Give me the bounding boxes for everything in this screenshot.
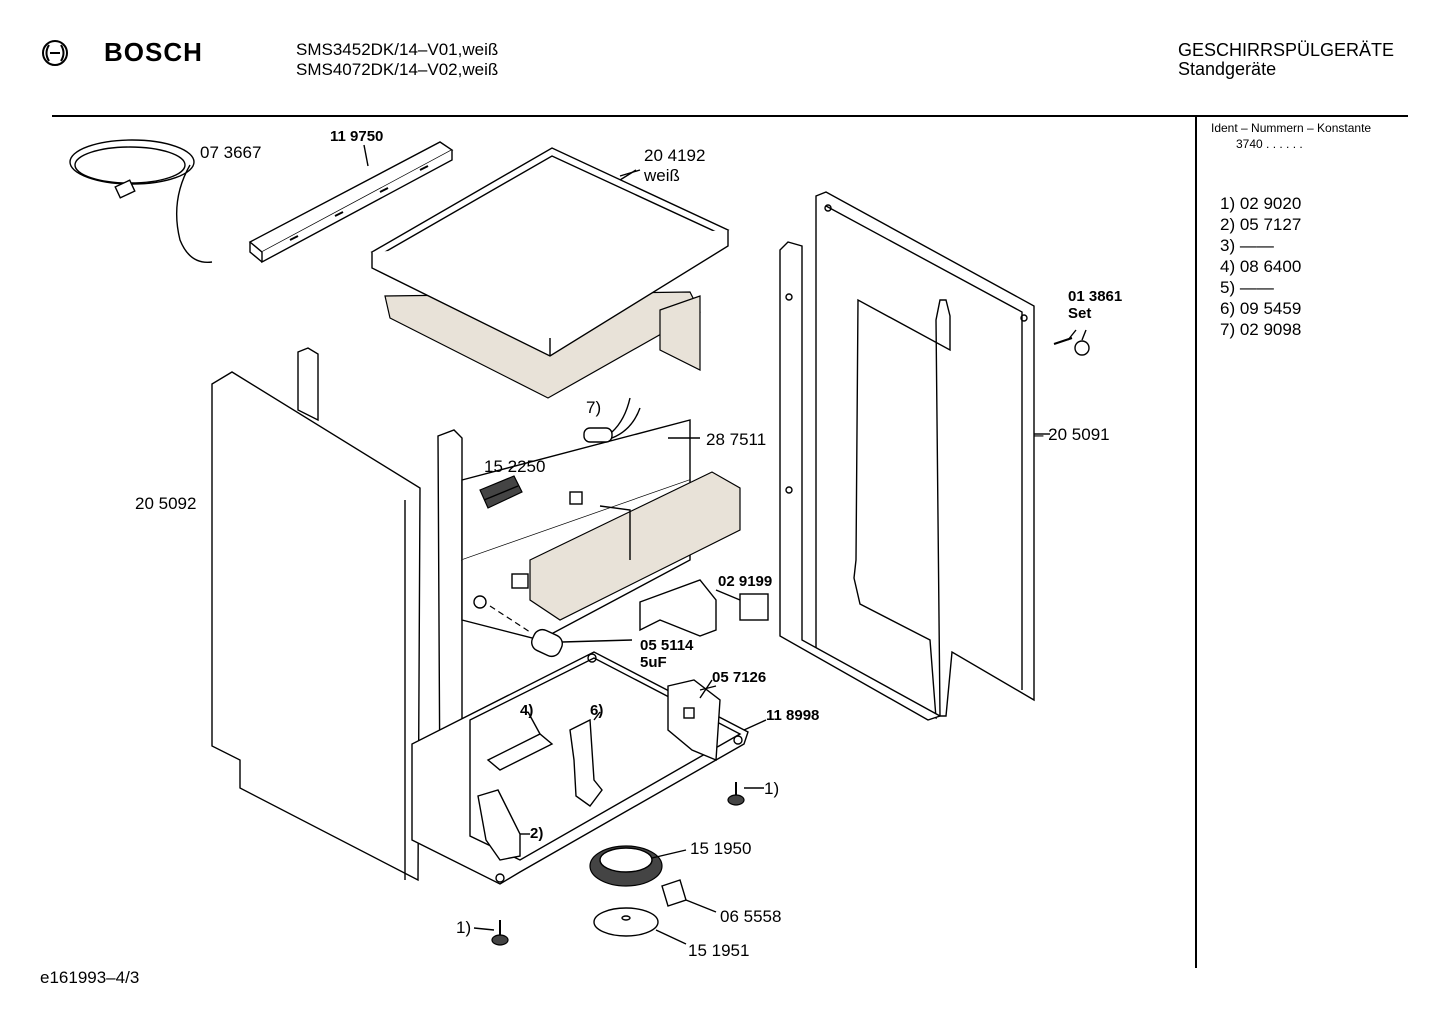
tub-insulation-part	[461, 419, 741, 641]
label-287511: 28 7511	[706, 430, 767, 449]
list-item: 5) ——	[1220, 278, 1274, 297]
label-151950: 15 1950	[690, 839, 752, 858]
bosch-logo-icon	[40, 38, 70, 68]
label-057126: 05 7126	[712, 669, 767, 686]
label-055114: 05 5114	[640, 637, 694, 654]
list-item: 6) 09 5459	[1220, 299, 1302, 318]
label-119750: 11 9750	[330, 128, 384, 145]
power-cord-part	[69, 139, 213, 264]
label-152250: 15 2250	[484, 457, 546, 476]
label-118998: 11 8998	[766, 707, 820, 724]
label-6: 6)	[590, 702, 604, 719]
capacitor-7-part	[583, 397, 700, 443]
connector-part	[661, 879, 717, 913]
list-item: 2) 05 7127	[1220, 215, 1302, 234]
ident-numbers-title: Ident – Nummern – Konstante	[1211, 121, 1372, 135]
label-205092: 20 5092	[135, 494, 197, 513]
label-4: 4)	[520, 702, 534, 719]
subcategory-title: Standgeräte	[1178, 59, 1277, 79]
label-065558: 06 5558	[720, 907, 782, 926]
left-side-panel-part	[211, 347, 421, 882]
label-205091: – 20 5091	[1034, 425, 1110, 444]
capacitor-055114-part	[489, 605, 633, 658]
label-029199: 02 9199	[718, 573, 773, 590]
label-151951: 15 1951	[688, 941, 750, 960]
foot-1b-part	[473, 920, 509, 946]
bracket-057126-part	[667, 679, 721, 762]
pump-part	[589, 845, 687, 887]
label-204192-color: weiß	[644, 166, 680, 185]
model-line-1: SMS3452DK/14–V01,weiß	[296, 40, 499, 59]
label-7: 7)	[586, 398, 602, 417]
bracket-6-part	[569, 711, 603, 807]
list-item: 7) 02 9098	[1220, 320, 1302, 339]
worktop-part	[370, 147, 730, 399]
foot-1a-part	[727, 782, 764, 806]
brand-name: BOSCH	[104, 37, 203, 67]
label-013861: 01 3861	[1068, 288, 1123, 305]
list-item: 1) 02 9020	[1220, 194, 1302, 213]
switch-part	[479, 475, 523, 509]
bracket-4-part	[486, 711, 554, 771]
mounting-rail-part	[248, 141, 454, 264]
category-title: GESCHIRRSPÜLGERÄTE	[1178, 40, 1395, 60]
right-side-panel-part	[779, 191, 1050, 721]
label-013861-set: Set	[1068, 305, 1092, 322]
label-204192: 20 4192	[644, 146, 706, 165]
screw-set-part	[1053, 329, 1090, 356]
hinge-2-part	[477, 789, 530, 861]
label-2: 2)	[530, 825, 544, 842]
seal-disc-part	[593, 907, 687, 945]
list-item: 3) ——	[1220, 236, 1274, 255]
ident-number-list: 1) 02 9020 2) 05 7127 3) —— 4) 08 6400 5…	[1220, 193, 1301, 340]
label-1a: 1)	[764, 779, 780, 798]
label-055114-cap: 5uF	[640, 654, 667, 671]
label-1b: 1)	[456, 918, 472, 937]
list-item: 4) 08 6400	[1220, 257, 1302, 276]
drain-part	[639, 579, 769, 637]
ident-constant: 3740 . . . . . .	[1236, 137, 1303, 151]
model-line-2: SMS4072DK/14–V02,weiß	[296, 60, 499, 79]
label-073667: 07 3667	[200, 143, 262, 162]
footer-code: e161993–4/3	[40, 968, 140, 987]
